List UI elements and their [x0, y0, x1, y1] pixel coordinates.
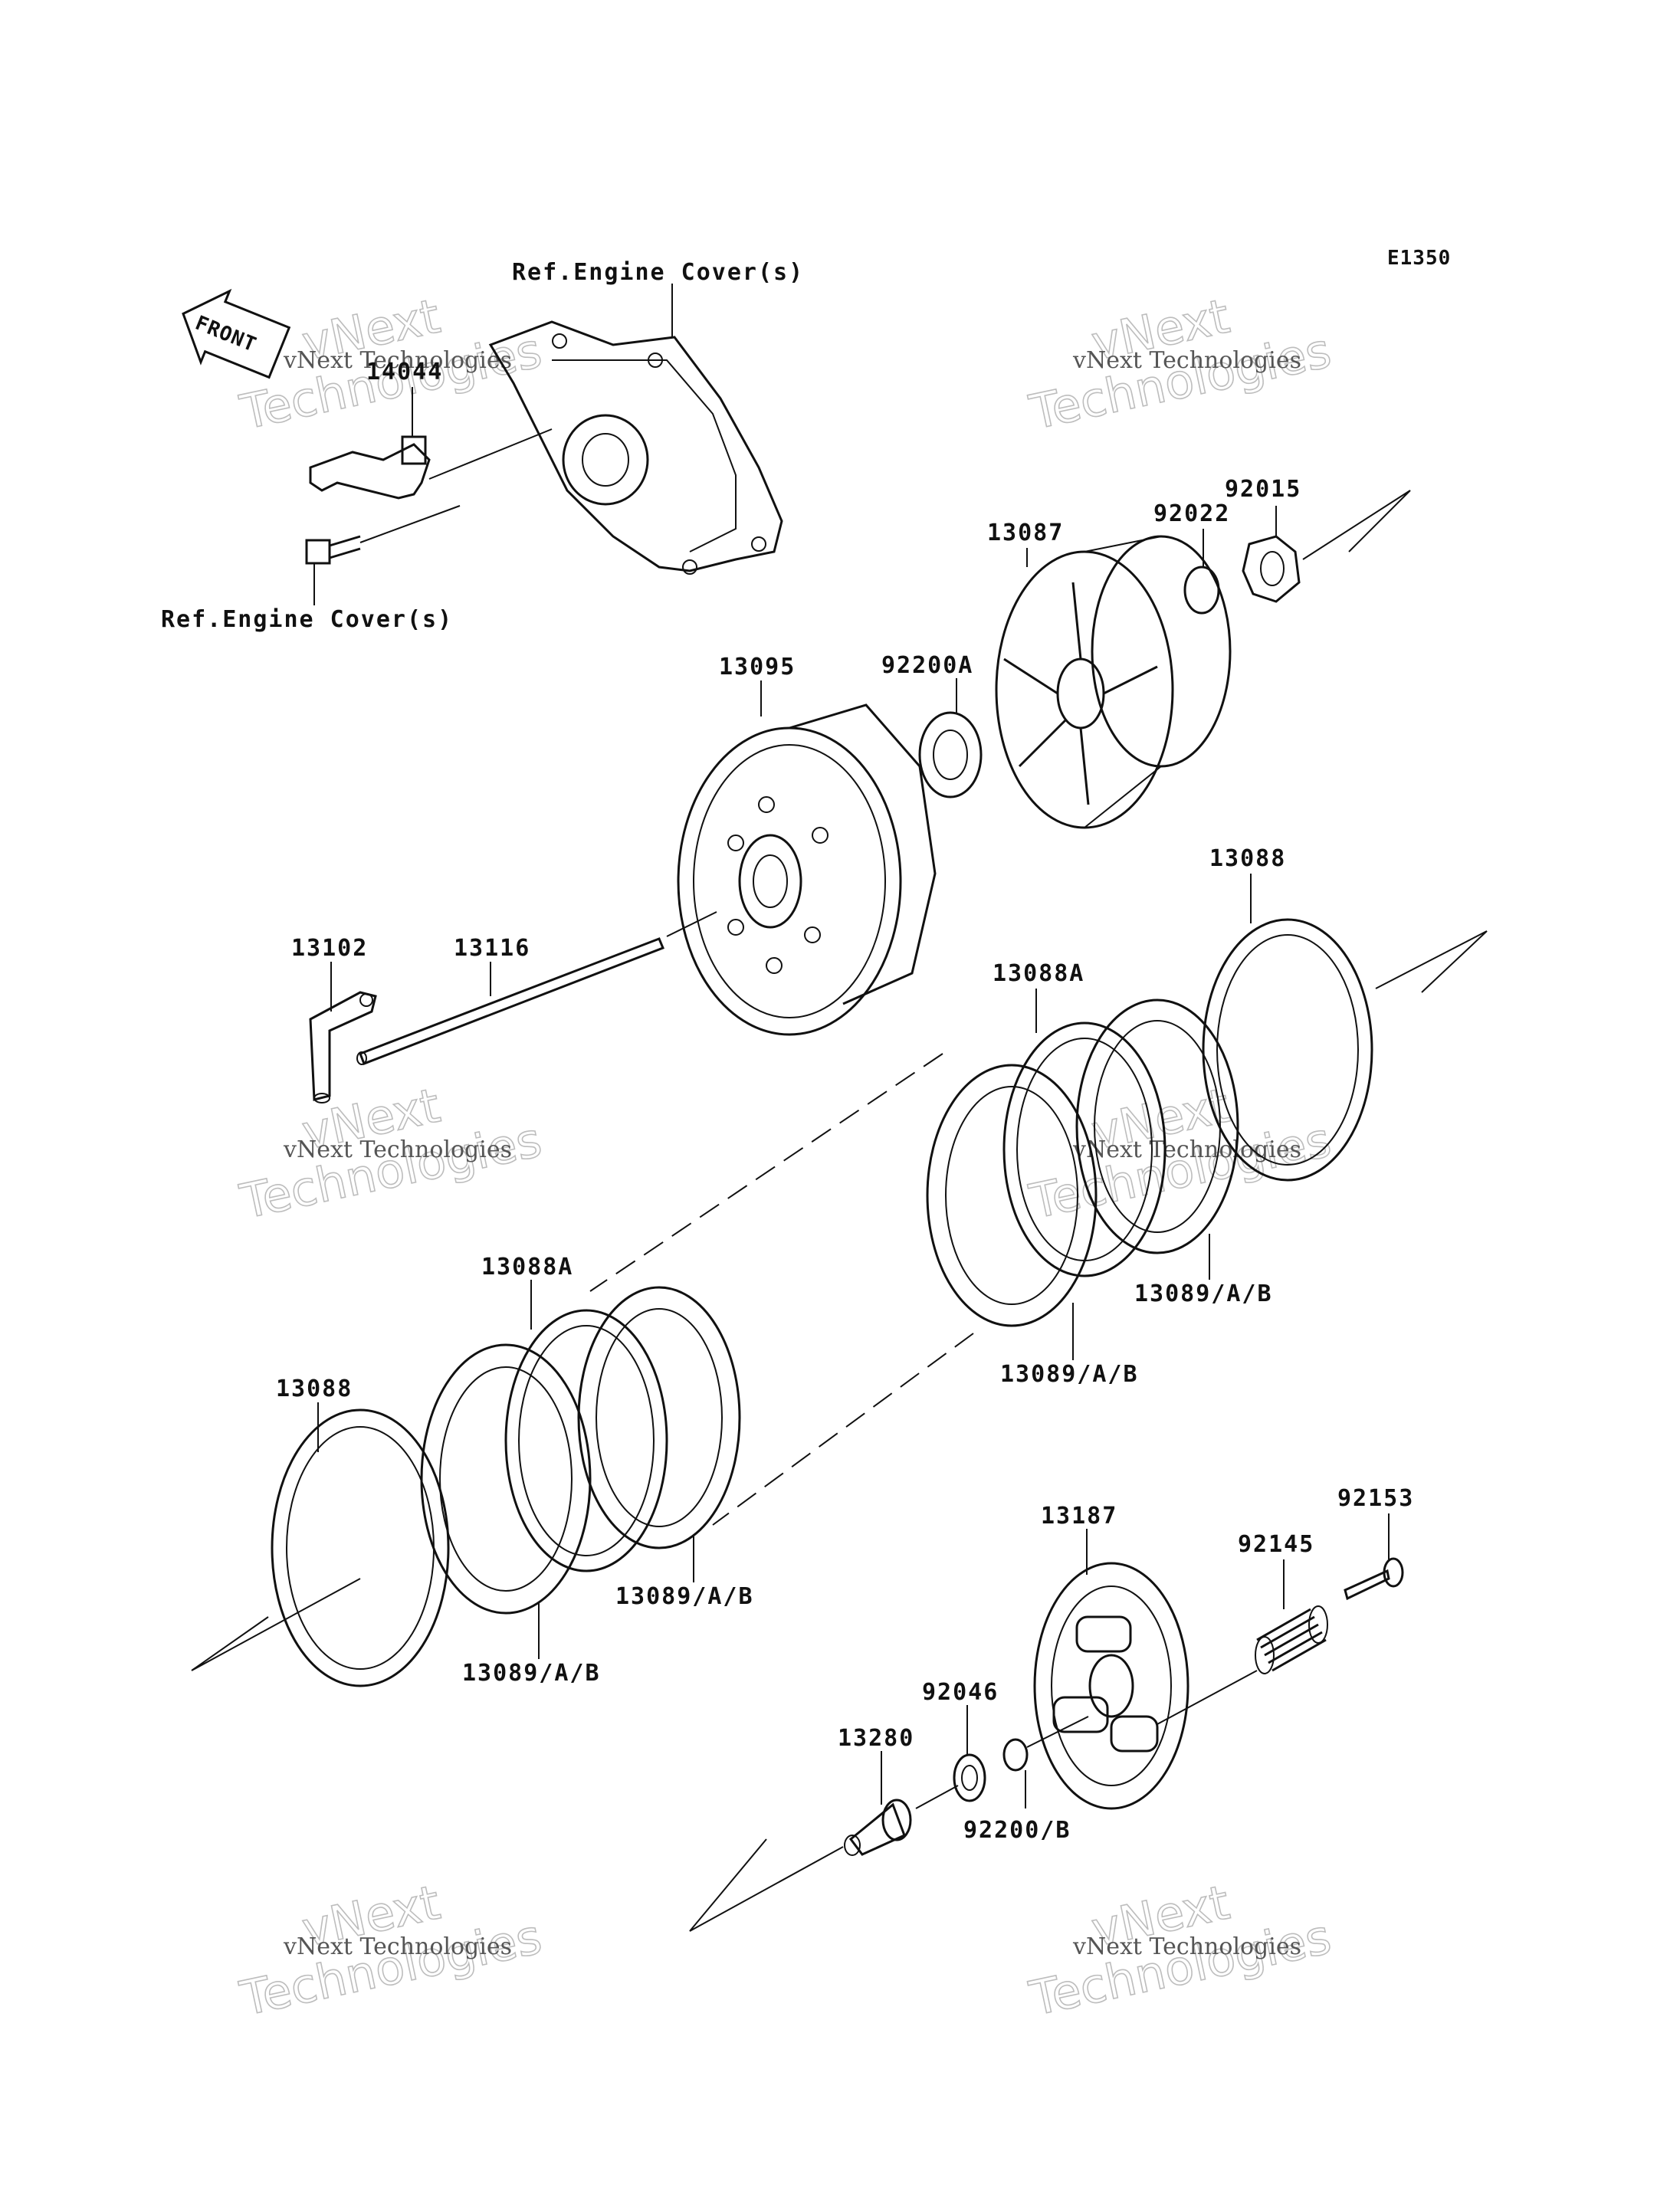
clutch-housing-13087	[995, 535, 1232, 829]
leader-line	[666, 911, 717, 937]
part-92153: 92153	[1337, 1485, 1414, 1512]
pressure-plate-13187	[1033, 1562, 1189, 1810]
part-92046: 92046	[922, 1679, 999, 1706]
watermark-bottom-right: vNext Technologies vNext Technologies	[1024, 1874, 1336, 2028]
part-13116: 13116	[454, 935, 530, 962]
steel-plate-13089-r1	[1075, 998, 1239, 1254]
lever-13102	[309, 991, 377, 1103]
steel-plate-13089-m2	[577, 1286, 741, 1549]
watermark-mid-right: vNext Technologies vNext Technologies	[1024, 1077, 1336, 1231]
part-13102: 13102	[291, 935, 368, 962]
part-92145: 92145	[1238, 1531, 1314, 1558]
ref-label-top: Ref.Engine Cover(s)	[512, 259, 804, 286]
part-13089-m1: 13089/A/B	[462, 1660, 601, 1687]
leader-line	[428, 428, 553, 480]
watermark-small-text: vNext Technologies	[283, 1933, 512, 1960]
diagram-code: E1350	[1387, 247, 1451, 270]
ref-label-left: Ref.Engine Cover(s)	[161, 606, 453, 633]
front-tag: FRONT	[192, 312, 259, 357]
washer-92200B	[1002, 1738, 1029, 1772]
steel-plate-13089-r2	[926, 1064, 1098, 1327]
watermark-small-text: vNext Technologies	[283, 1136, 512, 1163]
watermark-small-text: vNext Technologies	[1072, 347, 1301, 374]
part-13088A-top: 13088A	[993, 960, 1084, 987]
nut-92015	[1242, 535, 1301, 603]
watermark-mid-left: vNext Technologies vNext Technologies	[235, 1077, 546, 1231]
dashed-guide	[712, 1333, 974, 1526]
needle-bearing-92046	[953, 1753, 986, 1802]
bolt-cover	[305, 505, 461, 565]
bolt-92153	[1344, 1557, 1404, 1601]
arrow-pointer	[1302, 490, 1411, 560]
part-13087: 13087	[987, 520, 1064, 546]
leader-line	[1026, 1716, 1089, 1748]
part-13089-m2: 13089/A/B	[615, 1583, 754, 1610]
friction-plate-13088A-mid	[504, 1309, 668, 1572]
part-13089-r2: 13089/A/B	[1000, 1361, 1139, 1388]
arrow-pointer	[191, 1578, 361, 1671]
clutch-hub-13095	[677, 703, 937, 1036]
leader-line	[915, 1785, 959, 1809]
part-13280: 13280	[838, 1725, 914, 1752]
pushrod-13280	[844, 1799, 912, 1856]
part-13095: 13095	[719, 654, 796, 680]
engine-cover	[488, 320, 783, 575]
front-arrow-icon: FRONT	[182, 288, 291, 379]
bearing-92200A	[918, 711, 983, 798]
part-13088A-mid: 13088A	[481, 1254, 573, 1280]
watermark-small-text: vNext Technologies	[1072, 1933, 1301, 1960]
watermark-small-text: vNext Technologies	[283, 347, 512, 374]
friction-plate-13088-top	[1202, 918, 1373, 1182]
part-13187: 13187	[1041, 1503, 1117, 1530]
leader-line	[1157, 1670, 1258, 1725]
friction-plate-13088-left	[271, 1408, 450, 1687]
part-13088-top: 13088	[1209, 845, 1286, 872]
part-13088-left: 13088	[276, 1376, 353, 1402]
part-92200A: 92200A	[881, 652, 973, 679]
part-92022: 92022	[1153, 500, 1230, 527]
bracket-14044	[309, 435, 431, 500]
washer-92022	[1183, 566, 1220, 615]
part-92015: 92015	[1225, 476, 1301, 503]
part-14044: 14044	[366, 359, 443, 385]
pushrod-13116	[356, 937, 664, 1065]
dashed-guide	[589, 1053, 943, 1292]
watermark-bottom-left: vNext Technologies vNext Technologies	[235, 1874, 546, 2028]
arrow-pointer	[689, 1838, 844, 1932]
arrow-pointer	[1375, 930, 1488, 993]
spring-92145	[1255, 1605, 1328, 1674]
part-92200B: 92200/B	[963, 1817, 1071, 1844]
watermark-top-right: vNext Technologies vNext Technologies	[1024, 287, 1336, 441]
part-13089-r1: 13089/A/B	[1134, 1280, 1273, 1307]
watermark-small-text: vNext Technologies	[1072, 1136, 1301, 1163]
